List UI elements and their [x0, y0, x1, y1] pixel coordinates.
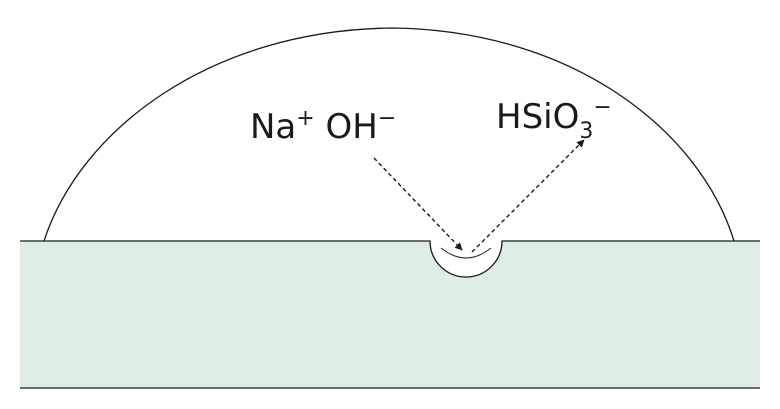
- product-label: HSiO3−: [496, 95, 612, 144]
- reactant-label: Na+ OH−: [250, 106, 396, 147]
- incoming-arrow: [373, 157, 463, 251]
- hydroxide-text: OH: [315, 107, 378, 147]
- outgoing-arrow: [471, 139, 585, 253]
- sodium-charge: +: [296, 106, 314, 131]
- etch-pit: [440, 247, 492, 259]
- solution-dome: [43, 27, 735, 242]
- silicate-text: HSiO: [496, 97, 579, 137]
- glass-substrate: [20, 241, 760, 388]
- silicate-charge: −: [593, 95, 611, 120]
- hydroxide-charge: −: [378, 106, 396, 131]
- sodium-text: Na: [250, 107, 296, 147]
- substrate-surface-line: [20, 240, 760, 278]
- silicate-subscript: 3: [579, 119, 593, 144]
